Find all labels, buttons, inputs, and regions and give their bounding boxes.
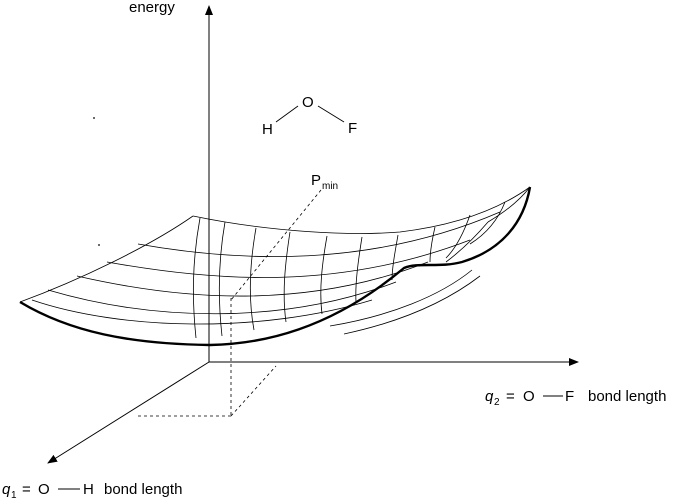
q1-subscript: 1 — [11, 490, 17, 501]
atom-f: F — [348, 120, 357, 137]
energy-axis-label: energy — [129, 0, 175, 16]
grid-line-q2 — [355, 236, 363, 303]
atom-o: O — [302, 94, 314, 111]
surface-right-edge — [487, 186, 531, 223]
grid-line-q2 — [250, 227, 257, 331]
q2-equals: = — [506, 388, 515, 405]
grid-line-q2 — [193, 217, 201, 339]
atom-h: H — [262, 121, 273, 138]
grid-line-q2 — [283, 231, 291, 323]
pmin-letter: P — [311, 172, 321, 189]
pmin-leader-line — [230, 189, 322, 301]
q2-symbol: q — [485, 388, 494, 405]
q1-suffix: bond length — [104, 481, 182, 498]
grid-line-q2 — [445, 214, 471, 259]
grid-line-q1 — [76, 261, 429, 297]
q2-atom-o: O — [523, 388, 535, 405]
surface-lower-curve — [343, 275, 481, 335]
grid-line-q2 — [320, 235, 328, 315]
q2-atom-f: F — [565, 388, 574, 405]
q2-subscript: 2 — [494, 397, 500, 408]
grid-line-q2 — [429, 226, 436, 263]
minimum-projection-lines — [137, 189, 322, 417]
pmin-subscript: min — [322, 181, 338, 192]
grid-line-q2 — [218, 221, 226, 337]
energy-surface — [19, 186, 531, 339]
molecule-hof: H O F — [262, 94, 357, 138]
axes — [47, 5, 579, 464]
bond-o-f — [317, 105, 345, 123]
q1-axis-label: q 1 = O H bond length — [2, 481, 182, 501]
grid-line-q1 — [106, 239, 471, 278]
pmin-label: P min — [311, 172, 338, 192]
q1-axis — [47, 361, 210, 464]
stray-dot — [98, 244, 100, 246]
grid-line-q1 — [137, 211, 501, 258]
q2-suffix: bond length — [588, 388, 666, 405]
surface-inner-ridge — [445, 221, 489, 263]
projection-q1-parallel — [230, 365, 277, 417]
grid-line-q1 — [47, 281, 397, 315]
surface-back-edge — [192, 186, 531, 234]
surface-lower-curve — [329, 269, 473, 327]
q1-equals: = — [22, 481, 31, 498]
q1-atom-h: H — [83, 481, 94, 498]
surface-left-edge — [19, 215, 194, 303]
grid-line-q2 — [469, 201, 506, 245]
surface-front-edge — [19, 186, 532, 347]
bond-h-o — [275, 105, 299, 123]
stray-dot — [93, 117, 95, 119]
grid-line-q1 — [31, 299, 373, 325]
q1-atom-o: O — [38, 481, 50, 498]
q2-axis-label: q 2 = O F bond length — [485, 388, 666, 408]
q1-symbol: q — [2, 481, 11, 498]
